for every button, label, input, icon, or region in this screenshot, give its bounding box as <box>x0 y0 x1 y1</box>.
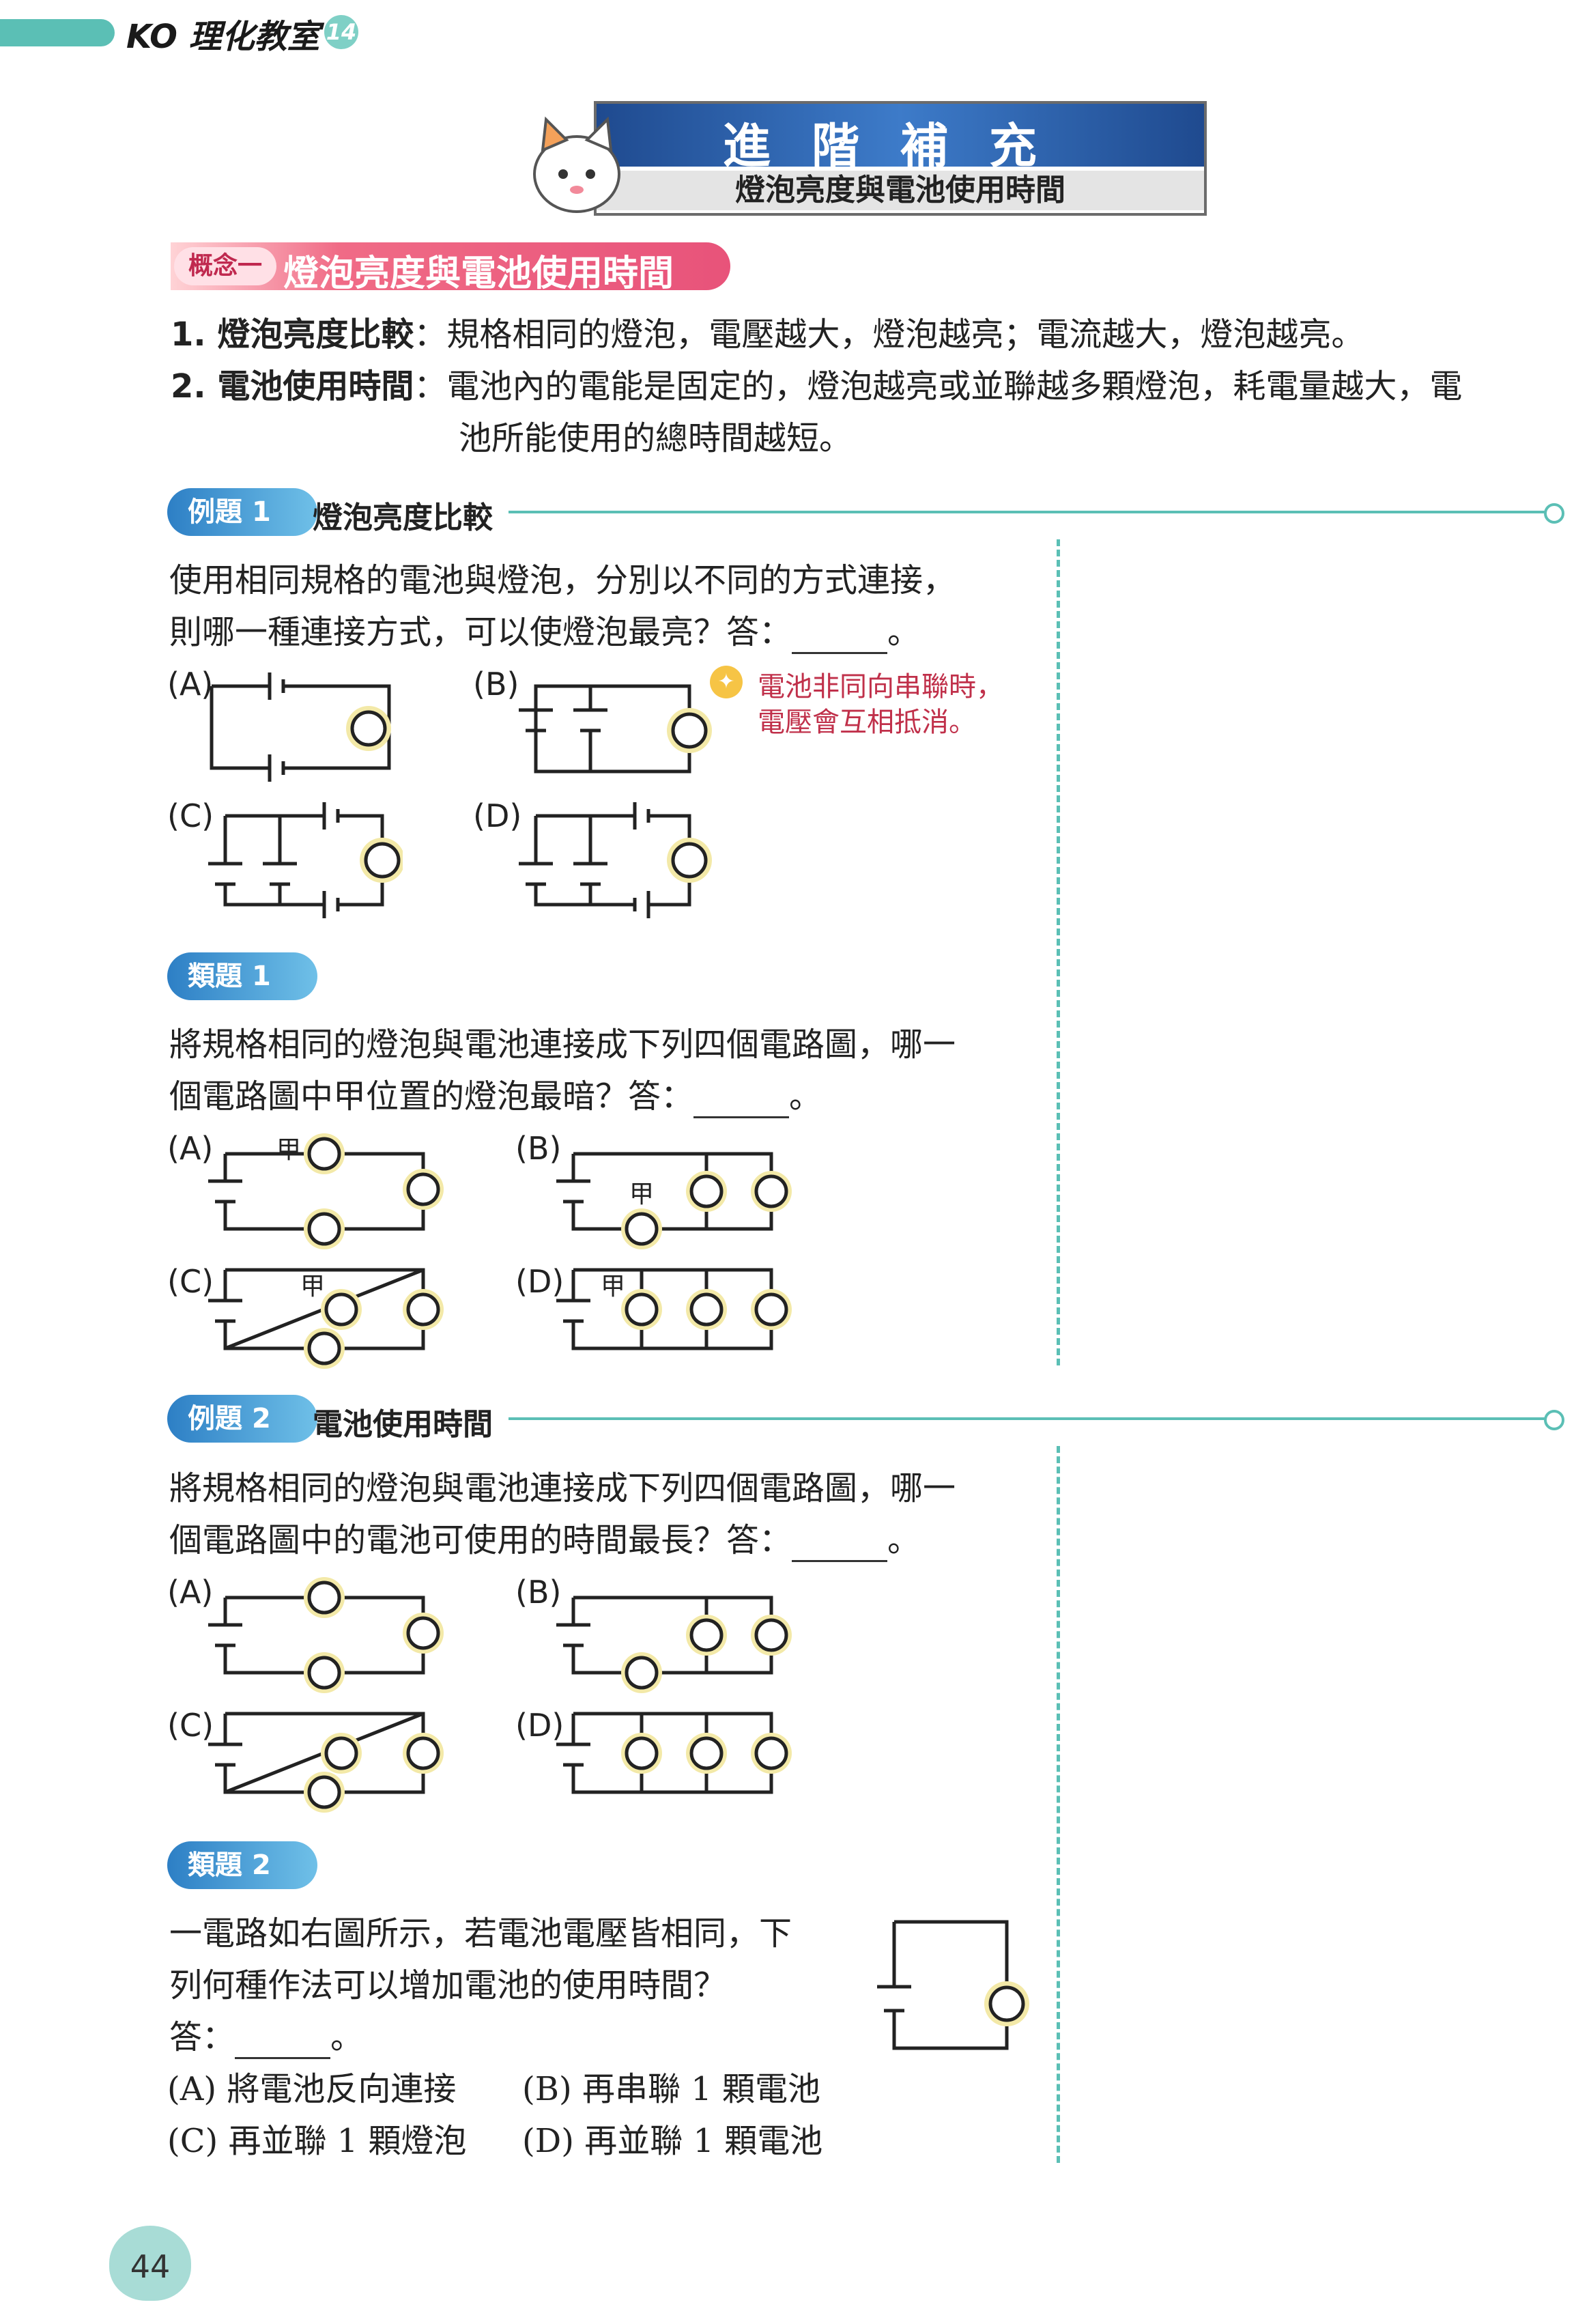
example2-answer-blank[interactable] <box>792 1533 888 1562</box>
similar2-badge-num: 2 <box>251 1850 271 1881</box>
similar1-q-text: 個電路圖中甲位置的燈泡最暗？答： <box>169 1077 694 1116</box>
example1-hint-1: 電池非同向串聯時， <box>758 671 1003 703</box>
similar1-q-line1: 將規格相同的燈泡與電池連接成下列四個電路圖，哪一 <box>169 1025 956 1064</box>
page-number: 44 <box>109 2226 191 2301</box>
similar2-choice-b: (B) 再串聯 1 顆電池 <box>522 2070 821 2108</box>
header-volume: 14 <box>324 15 358 49</box>
point2-label: 2. 電池使用時間 <box>171 367 414 406</box>
point2-text-a: ：電池內的電能是固定的，燈泡越亮或並聯越多顆燈泡，耗電量越大，電 <box>414 367 1463 406</box>
example1-q-line2: 則哪一種連接方式，可以使燈泡最亮？答： 。 <box>169 610 920 654</box>
similar2-circuit <box>877 1920 1029 2050</box>
banner-subtitle: 燈泡亮度與電池使用時間 <box>597 171 1204 210</box>
similar2-choice-a: (A) 將電池反向連接 <box>167 2070 457 2108</box>
similar1-circuit-a <box>208 1133 444 1249</box>
similar2-q-text: 答： <box>169 2018 235 2056</box>
concept-title: 燈泡亮度與電池使用時間 <box>283 253 674 294</box>
similar1-jia-a: 甲 <box>276 1136 302 1164</box>
example2-badge-label: 例題 <box>188 1403 242 1434</box>
similar1-option-d: (D) <box>515 1263 564 1300</box>
similar2-q-line1: 一電路如右圖所示，若電池電壓皆相同，下 <box>169 1914 792 1953</box>
similar1-jia-d: 甲 <box>601 1273 626 1301</box>
example2-option-b: (B) <box>515 1574 562 1611</box>
header-title: KO 理化教室 <box>126 18 320 56</box>
similar1-jia-c: 甲 <box>300 1273 326 1301</box>
example1-badge-num: 1 <box>251 496 271 528</box>
example2-rule-end <box>1544 1410 1564 1430</box>
example2-circuit-d <box>556 1712 792 1794</box>
example2-circuit-b <box>556 1596 792 1693</box>
example2-q-end: 。 <box>887 1521 921 1559</box>
key-icon: ✦ <box>710 666 743 698</box>
example1-option-d: (D) <box>473 797 522 834</box>
example2-rule <box>509 1417 1546 1420</box>
example1-badge-label: 例題 <box>188 496 242 528</box>
similar1-circuit-b <box>556 1152 792 1249</box>
example2-circuit-a <box>208 1577 444 1693</box>
similar2-badge-label: 類題 <box>188 1850 242 1881</box>
similar1-jia-b: 甲 <box>629 1180 655 1208</box>
similar1-q-end: 。 <box>789 1077 822 1116</box>
example1-title: 燈泡亮度比較 <box>313 500 493 535</box>
similar1-option-a: (A) <box>167 1130 214 1167</box>
similar2-choice-d: (D) 再並聯 1 顆電池 <box>522 2122 823 2160</box>
similar1-option-b: (B) <box>515 1130 562 1167</box>
example1-badge: 例題 1 <box>167 488 317 536</box>
example2-option-d: (D) <box>515 1707 564 1744</box>
example1-option-c: (C) <box>167 797 214 834</box>
banner-title: 進階補充 <box>723 118 1078 174</box>
example1-option-a: (A) <box>167 666 214 703</box>
example1-circuit-a <box>210 672 391 782</box>
example2-option-c: (C) <box>167 1707 214 1744</box>
example2-title: 電池使用時間 <box>313 1407 493 1442</box>
concept-point-2: 2. 電池使用時間：電池內的電能是固定的，燈泡越亮或並聯越多顆燈泡，耗電量越大，… <box>171 365 1462 408</box>
example1-rule-end <box>1544 503 1564 524</box>
example2-circuit-c <box>208 1712 444 1813</box>
similar2-q-line3: 答： 。 <box>169 2015 363 2059</box>
example2-badge: 例題 2 <box>167 1395 317 1443</box>
example2-q-text: 個電路圖中的電池可使用的時間最長？答： <box>169 1521 792 1559</box>
point1-text: ：規格相同的燈泡，電壓越大，燈泡越亮；電流越大，燈泡越亮。 <box>414 315 1364 354</box>
similar1-badge: 類題 1 <box>167 952 317 1000</box>
similar2-badge: 類題 2 <box>167 1841 317 1889</box>
example1-circuit-c <box>208 802 403 918</box>
example2-option-a: (A) <box>167 1574 214 1611</box>
similar1-badge-num: 1 <box>251 961 271 992</box>
section-banner: 進階補充 燈泡亮度與電池使用時間 <box>594 101 1207 216</box>
example1-option-b: (B) <box>473 666 519 703</box>
similar1-option-c: (C) <box>167 1263 214 1300</box>
example2-q-line2: 個電路圖中的電池可使用的時間最長？答： 。 <box>169 1518 920 1562</box>
similar2-choice-c: (C) 再並聯 1 顆燈泡 <box>167 2122 467 2160</box>
similar1-q-line2: 個電路圖中甲位置的燈泡最暗？答： 。 <box>169 1075 822 1118</box>
concept-point-1: 1. 燈泡亮度比較：規格相同的燈泡，電壓越大，燈泡越亮；電流越大，燈泡越亮。 <box>171 313 1364 356</box>
cat-mascot-icon <box>533 116 620 213</box>
similar2-q-end: 。 <box>330 2018 364 2056</box>
example1-q-end: 。 <box>887 613 921 651</box>
point2-text-b: 池所能使用的總時間越短。 <box>459 419 853 457</box>
similar2-q-line2: 列何種作法可以增加電池的使用時間？ <box>169 1966 727 2004</box>
column-divider-1 <box>1057 539 1060 1365</box>
example1-q-text: 則哪一種連接方式，可以使燈泡最亮？答： <box>169 613 792 651</box>
example1-hint-2: 電壓會互相抵消。 <box>758 707 976 738</box>
similar1-badge-label: 類題 <box>188 961 242 992</box>
example1-rule <box>509 511 1546 513</box>
example1-q-line1: 使用相同規格的電池與燈泡，分別以不同的方式連接， <box>169 561 956 599</box>
example2-badge-num: 2 <box>251 1403 271 1434</box>
column-divider-2 <box>1057 1446 1060 2163</box>
example1-circuit-d <box>519 802 712 918</box>
similar1-circuit-d <box>556 1268 792 1350</box>
similar2-answer-blank[interactable] <box>235 2030 331 2059</box>
banner-top <box>597 104 1204 167</box>
similar1-circuit-c <box>208 1268 444 1369</box>
similar1-answer-blank[interactable] <box>693 1089 790 1118</box>
example2-q-line1: 將規格相同的燈泡與電池連接成下列四個電路圖，哪一 <box>169 1469 956 1507</box>
example1-answer-blank[interactable] <box>792 625 888 654</box>
concept-badge: 概念一 <box>174 247 276 285</box>
example1-circuit-b <box>519 684 712 774</box>
header-bar <box>0 19 115 46</box>
point1-label: 1. 燈泡亮度比較 <box>171 315 414 354</box>
